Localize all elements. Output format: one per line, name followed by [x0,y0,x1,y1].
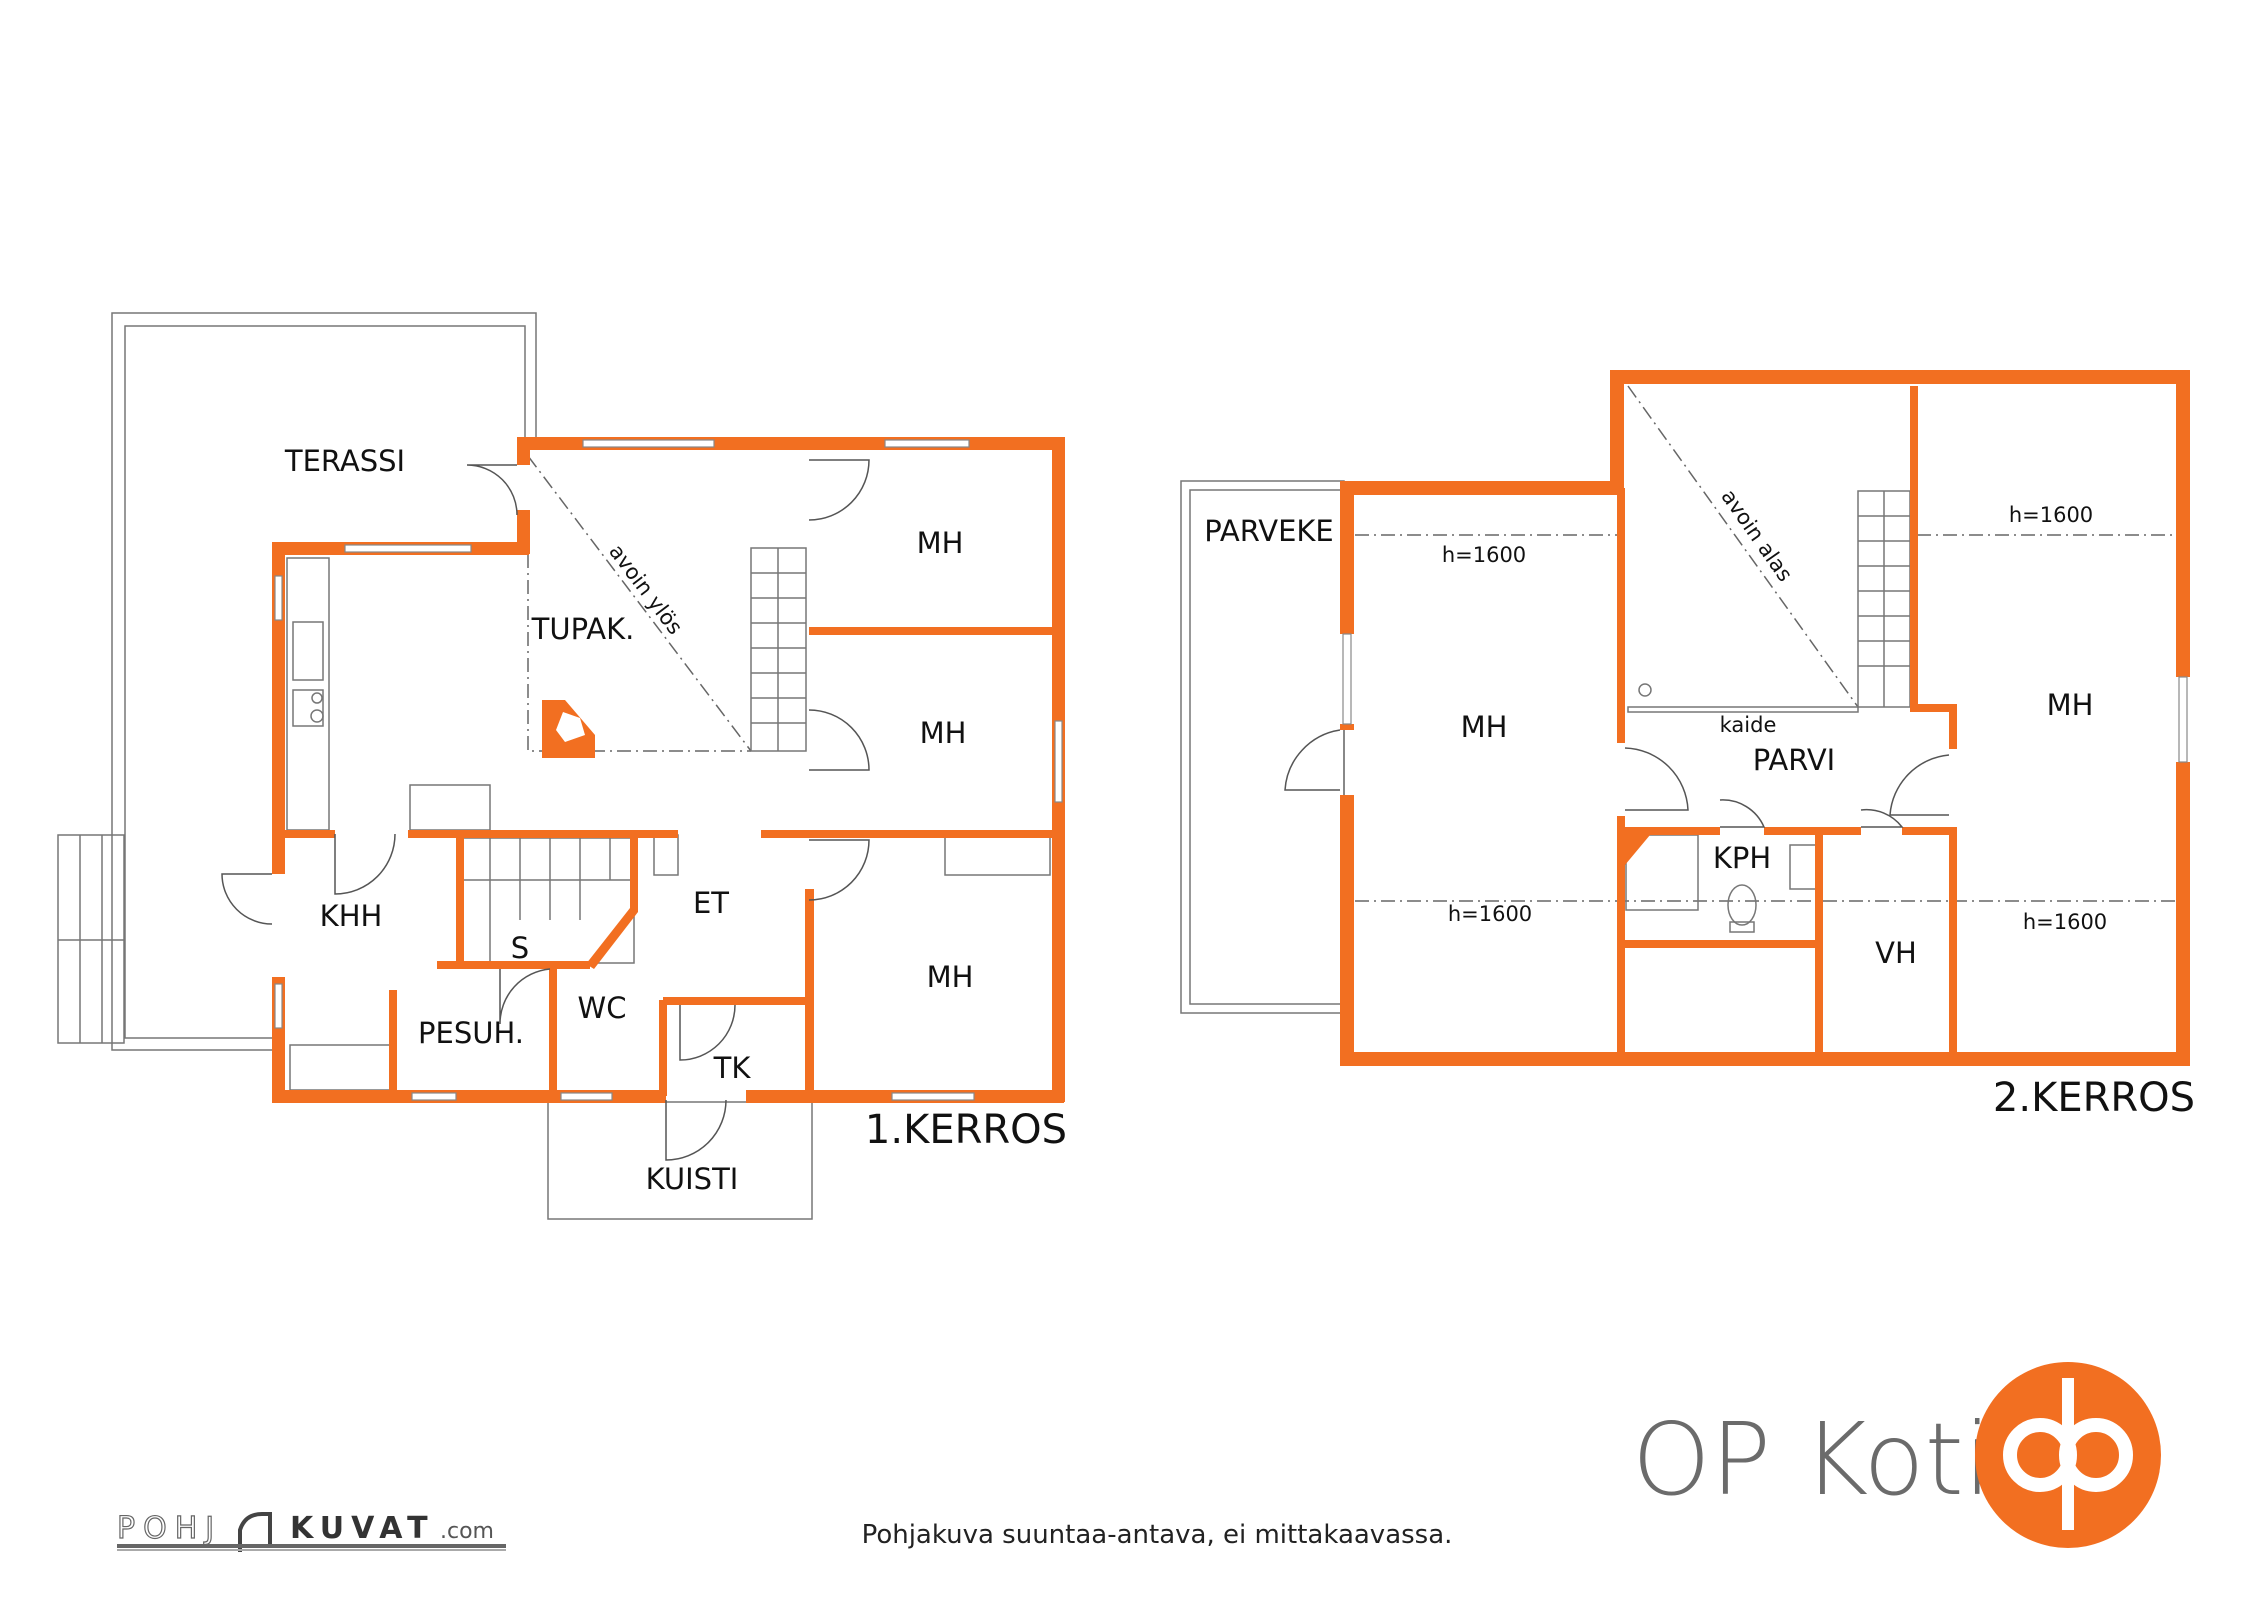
room-label-mh-1: MH [917,526,964,560]
room-label-tk: TK [713,1051,752,1085]
height-label-3: h=1600 [1448,902,1532,926]
open-below-note: avoin alas [1716,485,1797,586]
floor-2-walls [1340,370,2190,1066]
height-label-4: h=1600 [2023,910,2107,934]
floor-2-windows [1342,633,2188,763]
disclaimer-text: Pohjakuva suuntaa-antava, ei mittakaavas… [862,1520,1453,1550]
room-label-kph: KPH [1713,841,1771,875]
op-logo-icon [1975,1362,2161,1548]
room-label-kuisti: KUISTI [646,1162,739,1196]
room-label-terassi: TERASSI [284,444,405,478]
svg-text:KUVAT: KUVAT [290,1511,435,1546]
height-lines [1355,534,2176,902]
room-label-parvi: PARVI [1753,743,1835,777]
railing-label: kaide [1720,713,1777,737]
room-label-vh: VH [1875,936,1917,970]
pohjakuvat-logo: POHJ KUVAT .com [116,1510,506,1552]
terrace-outline [57,312,537,1051]
porch-outline [547,1101,813,1220]
floor-1-title: 1.KERROS [865,1107,1067,1153]
open-below-marking [1627,385,1859,713]
room-label-pesuh: PESUH. [418,1016,524,1050]
svg-text:.com: .com [440,1519,494,1544]
room-label-s: S [511,931,529,965]
room-label-tupak: TUPAK. [531,612,635,646]
room-label-et: ET [693,886,729,920]
floor-1-plan: TERASSI TUPAK. avoin ylös MH MH MH KHH S… [57,312,1067,1220]
floor-1-doors [221,459,870,1161]
floor-2-doors [1284,729,1950,828]
staircase-2 [1857,490,1911,708]
room-label-parveke: PARVEKE [1204,514,1334,548]
op-koti-brand-text: OP Koti [1632,1401,1992,1518]
room-label-khh: KHH [320,899,383,933]
svg-text:POHJ: POHJ [117,1511,222,1546]
room-label-wc: WC [578,991,627,1025]
room-label-mh-3: MH [927,960,974,994]
floor-2-plan: PARVEKE h=1600 MH avoin alas h=1600 MH k… [1180,370,2195,1121]
height-label-2: h=1600 [2009,503,2093,527]
open-above-marking [527,455,752,752]
floor-2-title: 2.KERROS [1993,1075,2195,1121]
balcony-outline [1180,480,1345,1014]
room-label-mh-2: MH [920,716,967,750]
room-label-mh-left: MH [1461,710,1508,744]
room-label-mh-right: MH [2047,688,2094,722]
terrace-steps [57,834,125,1044]
height-label-1: h=1600 [1442,543,1526,567]
floor-1-windows [274,439,1063,1101]
